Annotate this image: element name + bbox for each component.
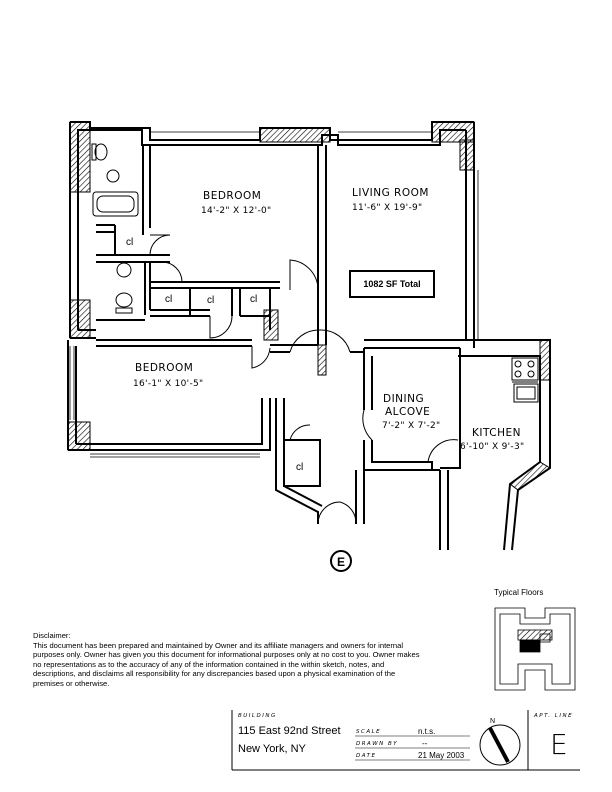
north-label: N [490,718,495,725]
title-block: BUILDING 115 East 92nd Street New York, … [232,710,580,770]
disclaimer-body: This document has been prepared and main… [33,640,420,688]
entry-marker: E [330,550,352,572]
bathtub [92,191,139,217]
scale-value: n.t.s. [418,727,436,736]
apt-line-label: APT. LINE [534,713,574,719]
date-value: 21 May 2003 [418,751,465,760]
bedroom1-name: BEDROOM [203,190,261,202]
disclaimer-heading: Disclaimer: [33,631,71,640]
dining-dims: 7'-2" X 7'-2" [382,421,440,431]
building-label: BUILDING [238,713,277,719]
kitchen-fixtures [511,357,539,403]
closet-label: cl [207,295,214,306]
title-block-lines [231,710,580,771]
sink-2 [116,262,132,278]
closet-label: cl [126,237,133,248]
toilet-2 [115,292,133,308]
address-line2: New York, NY [238,743,306,755]
key-plan [494,607,576,691]
kitchen-dims: 6'-10" X 9'-3" [460,442,524,452]
stove [511,357,539,381]
dining-name-line2: ALCOVE [385,406,430,418]
windows [69,131,479,458]
north-arrow: N [479,718,521,766]
bedroom1-dims: 14'-2" X 12'-0" [201,206,271,216]
closet-label: cl [165,294,172,305]
entry-letter: E [337,555,345,569]
wall-hatching [67,121,551,491]
living-room-name: LIVING ROOM [352,187,429,199]
sink-1 [106,169,120,183]
toilet-1 [94,143,108,161]
bedroom2-name: BEDROOM [135,362,193,374]
bathroom-fixtures [91,143,139,314]
scale-label: SCALE [356,729,382,735]
total-square-footage: 1082 SF Total [349,270,435,298]
bedroom2-dims: 16'-1" X 10'-5" [133,379,203,389]
disclaimer: Disclaimer: This document has been prepa… [33,631,428,689]
dining-name-line1: DINING [383,393,424,405]
closet-label: cl [250,294,257,305]
drawn-by-value: -- [422,739,428,748]
living-room-dims: 11'-6" X 19'-9" [352,203,422,213]
doors [149,234,459,525]
drawn-by-label: DRAWN BY [356,741,399,747]
sink-kitchen [513,383,539,403]
kitchen-name: KITCHEN [472,427,521,439]
typical-floors-label: Typical Floors [494,588,544,597]
closet-label: cl [296,462,303,473]
address-line1: 115 East 92nd Street [238,725,341,737]
apt-line-value: E [550,728,568,761]
date-label: DATE [356,753,377,759]
